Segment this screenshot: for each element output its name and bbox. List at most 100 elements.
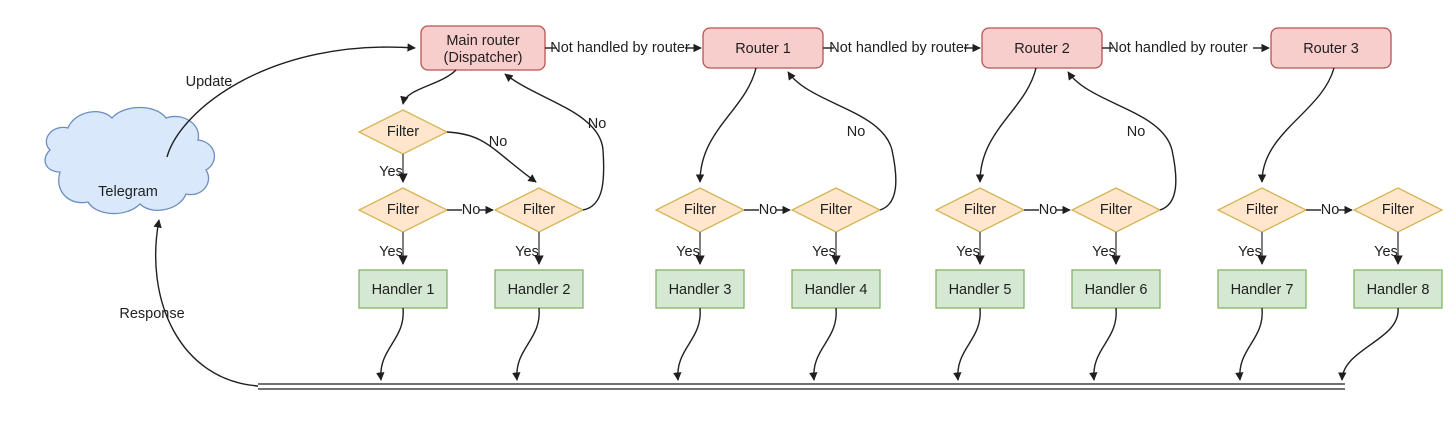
filter-a2-label: Filter bbox=[387, 202, 419, 218]
router-3-box bbox=[1270, 27, 1392, 69]
edge-filter-a1-yes: Yes bbox=[379, 154, 408, 183]
handler-3-label: Handler 3 bbox=[669, 282, 732, 298]
edge-filter-b1-no: No bbox=[744, 202, 791, 218]
telegram-cloud-node[interactable]: Telegram bbox=[44, 106, 216, 215]
edge-label-yes-b2: Yes bbox=[812, 244, 836, 260]
handler-1-box bbox=[358, 269, 448, 309]
cloud-shape bbox=[44, 106, 216, 215]
handler-3-box bbox=[655, 269, 745, 309]
edge-filter-d1-yes: Yes bbox=[1238, 232, 1267, 265]
handler-1-label: Handler 1 bbox=[372, 282, 435, 298]
handler-6-node[interactable]: Handler 6 bbox=[1071, 269, 1161, 309]
filter-b1-node[interactable]: Filter bbox=[654, 187, 746, 233]
handler-7-node[interactable]: Handler 7 bbox=[1217, 269, 1307, 309]
filter-a3-node[interactable]: Filter bbox=[493, 187, 585, 233]
edge-router2-to-filter-c1 bbox=[975, 67, 1037, 183]
telegram-label: Telegram bbox=[98, 184, 158, 200]
edge-label-yes-a2: Yes bbox=[379, 244, 403, 260]
handler-2-node[interactable]: Handler 2 bbox=[494, 269, 584, 309]
edge-filter-b2-yes: Yes bbox=[812, 232, 841, 265]
response-merge-bar bbox=[258, 383, 1345, 390]
edge-router1-to-filter-b1 bbox=[695, 67, 757, 183]
router-3-node[interactable]: Router 3 bbox=[1270, 27, 1392, 69]
edge-handler-2-to-bar bbox=[512, 307, 540, 381]
edge-filter-b2-no-return: No bbox=[787, 71, 897, 211]
edge-filter-a1-no: No bbox=[446, 131, 537, 183]
filter-c2-node[interactable]: Filter bbox=[1070, 187, 1162, 233]
main-router-node[interactable]: Main router (Dispatcher) bbox=[420, 25, 546, 71]
main-router-label-line1: Main router bbox=[446, 33, 520, 49]
edge-label-no-a3: No bbox=[588, 116, 607, 132]
handler-5-label: Handler 5 bbox=[949, 282, 1012, 298]
filter-d1-label: Filter bbox=[1246, 202, 1278, 218]
edge-label-no-a1: No bbox=[489, 134, 508, 150]
handler-5-node[interactable]: Handler 5 bbox=[935, 269, 1025, 309]
edge-label-update: Update bbox=[186, 74, 233, 90]
edge-handler-8-to-bar bbox=[1338, 307, 1399, 381]
filter-a1-label: Filter bbox=[387, 124, 419, 140]
handler-2-box bbox=[494, 269, 584, 309]
router-2-node[interactable]: Router 2 bbox=[981, 27, 1103, 69]
edge-main-to-router1: Not handled by router bbox=[545, 40, 702, 56]
filter-b1-label: Filter bbox=[684, 202, 716, 218]
handler-4-box bbox=[791, 269, 881, 309]
handler-7-label: Handler 7 bbox=[1231, 282, 1294, 298]
edge-filter-b1-yes: Yes bbox=[676, 232, 705, 265]
handler-5-box bbox=[935, 269, 1025, 309]
filter-d1-node[interactable]: Filter bbox=[1216, 187, 1308, 233]
edge-label-yes-d2: Yes bbox=[1374, 244, 1398, 260]
edge-label-no-c2: No bbox=[1127, 124, 1146, 140]
main-router-label-line2: (Dispatcher) bbox=[444, 50, 523, 66]
edge-handler-7-to-bar bbox=[1235, 307, 1263, 381]
handler-8-node[interactable]: Handler 8 bbox=[1353, 269, 1443, 309]
edge-label-not-handled-1: Not handled by router bbox=[550, 40, 690, 56]
edge-label-yes-c1: Yes bbox=[956, 244, 980, 260]
edge-label-yes-a3: Yes bbox=[515, 244, 539, 260]
edge-filter-a2-yes: Yes bbox=[379, 232, 408, 265]
edge-label-yes-b1: Yes bbox=[676, 244, 700, 260]
router-3-label: Router 3 bbox=[1303, 41, 1359, 57]
edge-label-no-b2: No bbox=[847, 124, 866, 140]
handler-2-label: Handler 2 bbox=[508, 282, 571, 298]
edge-label-no-c1: No bbox=[1039, 202, 1058, 218]
edge-main-to-filter-a1 bbox=[400, 69, 457, 105]
handler-7-box bbox=[1217, 269, 1307, 309]
filter-b2-node[interactable]: Filter bbox=[790, 187, 882, 233]
edge-label-no-d1: No bbox=[1321, 202, 1340, 218]
edge-filter-d2-yes: Yes bbox=[1374, 232, 1403, 265]
edge-handler-6-to-bar bbox=[1089, 307, 1117, 381]
handler-4-node[interactable]: Handler 4 bbox=[791, 269, 881, 309]
edge-filter-a3-no-return: No bbox=[504, 73, 607, 211]
filter-a1-node[interactable]: Filter bbox=[357, 109, 449, 155]
filter-a3-label: Filter bbox=[523, 202, 555, 218]
edge-filter-c1-yes: Yes bbox=[956, 232, 985, 265]
edge-filter-d1-no: No bbox=[1306, 202, 1353, 218]
edge-handler-4-to-bar bbox=[809, 307, 837, 381]
edge-router1-to-router2: Not handled by router bbox=[823, 40, 981, 56]
handler-4-label: Handler 4 bbox=[805, 282, 868, 298]
edge-filter-c2-yes: Yes bbox=[1092, 232, 1121, 265]
edge-filter-c1-no: No bbox=[1024, 202, 1071, 218]
filter-d2-node[interactable]: Filter bbox=[1352, 187, 1444, 233]
handler-1-node[interactable]: Handler 1 bbox=[358, 269, 448, 309]
filter-c2-label: Filter bbox=[1100, 202, 1132, 218]
edge-label-response: Response bbox=[119, 306, 184, 322]
filter-c1-node[interactable]: Filter bbox=[934, 187, 1026, 233]
handler-8-label: Handler 8 bbox=[1367, 282, 1430, 298]
filter-b2-label: Filter bbox=[820, 202, 852, 218]
edge-label-not-handled-3: Not handled by router bbox=[1108, 40, 1248, 56]
edge-filter-a3-yes: Yes bbox=[515, 232, 544, 265]
edge-label-not-handled-2: Not handled by router bbox=[829, 40, 969, 56]
edge-handler-5-to-bar bbox=[953, 307, 981, 381]
edge-label-no-a2: No bbox=[462, 202, 481, 218]
edge-label-no-b1: No bbox=[759, 202, 778, 218]
edge-filter-a2-no: No bbox=[447, 202, 494, 218]
filter-a2-node[interactable]: Filter bbox=[357, 187, 449, 233]
edge-filter-c2-no-return: No bbox=[1067, 71, 1177, 211]
handler-3-node[interactable]: Handler 3 bbox=[655, 269, 745, 309]
router-1-node[interactable]: Router 1 bbox=[702, 27, 824, 69]
edge-handler-3-to-bar bbox=[673, 307, 701, 381]
handler-8-box bbox=[1353, 269, 1443, 309]
